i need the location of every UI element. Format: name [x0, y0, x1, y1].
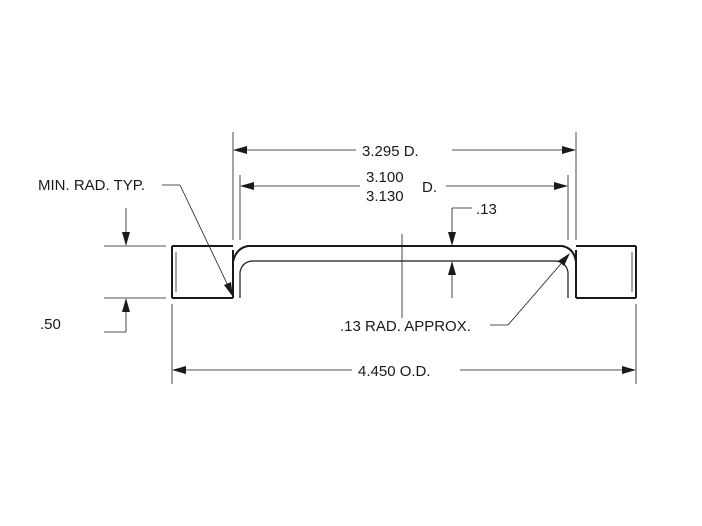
overall-height-label: .50 [40, 316, 61, 333]
approx-radius-note: .13 RAD. APPROX. [340, 253, 570, 335]
dimension-step-depth: .13 [401, 201, 497, 318]
inner-diameter-suffix: D. [422, 179, 437, 196]
dimension-inner-diameter-tolerance: 3.100 3.130 D. [239, 169, 569, 240]
inner-diameter-min: 3.100 [366, 169, 404, 186]
step-depth-label: .13 [476, 201, 497, 218]
outer-diameter-label: 4.450 O.D. [358, 363, 431, 380]
dimension-inner-diameter: 3.295 D. [232, 132, 577, 240]
part-outline [171, 245, 637, 299]
approx-radius-label: .13 RAD. APPROX. [340, 318, 471, 335]
min-radius-label: MIN. RAD. TYP. [38, 177, 145, 194]
dimension-outer-diameter: 4.450 O.D. [171, 304, 637, 384]
inner-diameter-max: 3.130 [366, 188, 404, 205]
inner-diameter-label: 3.295 D. [362, 143, 419, 160]
min-radius-note: MIN. RAD. TYP. [38, 177, 233, 297]
dimension-overall-height: .50 [40, 208, 166, 333]
